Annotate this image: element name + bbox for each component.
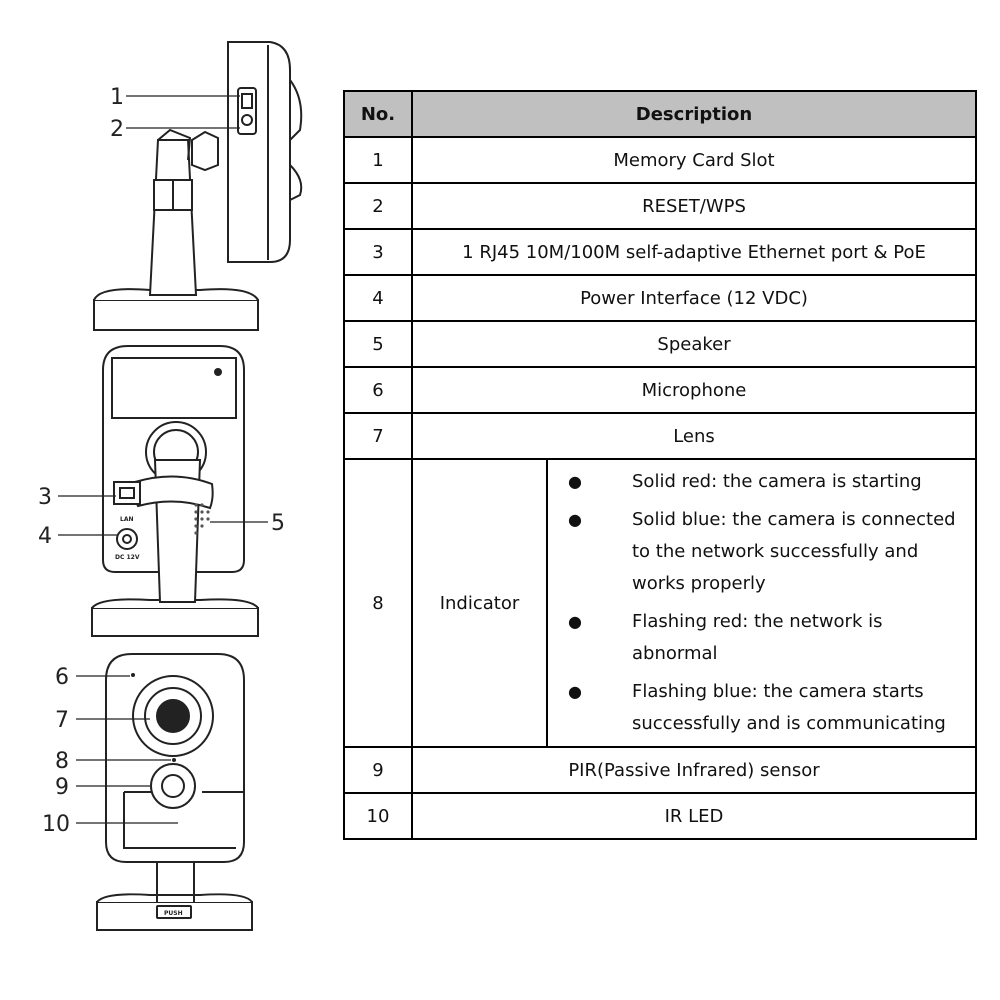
header-no: No. — [343, 90, 413, 138]
table-row: 5 Speaker — [343, 320, 977, 368]
callout-3: 3 — [38, 485, 52, 510]
bullet-icon: ● — [568, 612, 582, 631]
table-row: 7 Lens — [343, 412, 977, 460]
table-row: 6 Microphone — [343, 366, 977, 414]
callout-7: 7 — [55, 708, 69, 733]
table-row-indicator: 8 Indicator ● Solid red: the camera is st… — [343, 458, 977, 748]
component-table: No. Description 1 Memory Card Slot 2 RES… — [343, 90, 977, 840]
table-header-row: No. Description — [343, 90, 977, 138]
callout-9: 9 — [55, 775, 69, 800]
indicator-state-text: Solid blue: the camera is connected to t… — [632, 509, 956, 594]
row-number: 8 — [343, 458, 413, 748]
row-number: 6 — [343, 366, 413, 414]
callout-10: 10 — [42, 812, 70, 837]
row-description: RESET/WPS — [411, 182, 977, 230]
bullet-icon: ● — [568, 510, 582, 529]
row-description: Memory Card Slot — [411, 136, 977, 184]
indicator-state-text: Flashing red: the network is abnormal — [632, 611, 883, 664]
row-number: 4 — [343, 274, 413, 322]
indicator-state-text: Solid red: the camera is starting — [632, 471, 922, 492]
table-row: 3 1 RJ45 10M/100M self-adaptive Ethernet… — [343, 228, 977, 276]
indicator-state-text: Flashing blue: the camera starts success… — [632, 681, 946, 734]
row-number: 2 — [343, 182, 413, 230]
callout-1: 1 — [110, 85, 124, 110]
row-description: PIR(Passive Infrared) sensor — [411, 746, 977, 794]
list-item: ● Flashing blue: the camera starts succes… — [568, 676, 967, 740]
table-row: 2 RESET/WPS — [343, 182, 977, 230]
indicator-states: ● Solid red: the camera is starting ● Soli… — [546, 458, 977, 748]
camera-front-view — [96, 653, 253, 931]
list-item: ● Solid red: the camera is starting — [568, 466, 967, 498]
camera-side-view — [93, 41, 303, 331]
row-description: Lens — [411, 412, 977, 460]
row-description: Speaker — [411, 320, 977, 368]
list-item: ● Solid blue: the camera is connected to … — [568, 504, 967, 600]
row-number: 10 — [343, 792, 413, 840]
indicator-state-list: ● Solid red: the camera is starting ● Soli… — [548, 466, 975, 740]
row-number: 1 — [343, 136, 413, 184]
callout-6: 6 — [55, 665, 69, 690]
header-description: Description — [411, 90, 977, 138]
callout-2: 2 — [110, 117, 124, 142]
indicator-label: Indicator — [411, 458, 548, 748]
row-number: 7 — [343, 412, 413, 460]
table-row: 9 PIR(Passive Infrared) sensor — [343, 746, 977, 794]
row-description: 1 RJ45 10M/100M self-adaptive Ethernet p… — [411, 228, 977, 276]
callout-4: 4 — [38, 524, 52, 549]
row-description: Power Interface (12 VDC) — [411, 274, 977, 322]
row-number: 3 — [343, 228, 413, 276]
bullet-icon: ● — [568, 472, 582, 491]
callout-5: 5 — [271, 511, 285, 536]
table-row: 10 IR LED — [343, 792, 977, 840]
bullet-icon: ● — [568, 682, 582, 701]
camera-diagram: 1 2 LAN DC 12V 3 4 5 — [38, 41, 303, 931]
table-row: 1 Memory Card Slot — [343, 136, 977, 184]
lan-port-label: LAN — [120, 516, 134, 523]
camera-back-view — [91, 345, 259, 637]
row-number: 5 — [343, 320, 413, 368]
row-description: Microphone — [411, 366, 977, 414]
callout-8: 8 — [55, 749, 69, 774]
push-label: PUSH — [164, 910, 183, 917]
list-item: ● Flashing red: the network is abnormal — [568, 606, 967, 670]
dc-port-label: DC 12V — [115, 554, 140, 561]
table-row: 4 Power Interface (12 VDC) — [343, 274, 977, 322]
row-number: 9 — [343, 746, 413, 794]
row-description: IR LED — [411, 792, 977, 840]
